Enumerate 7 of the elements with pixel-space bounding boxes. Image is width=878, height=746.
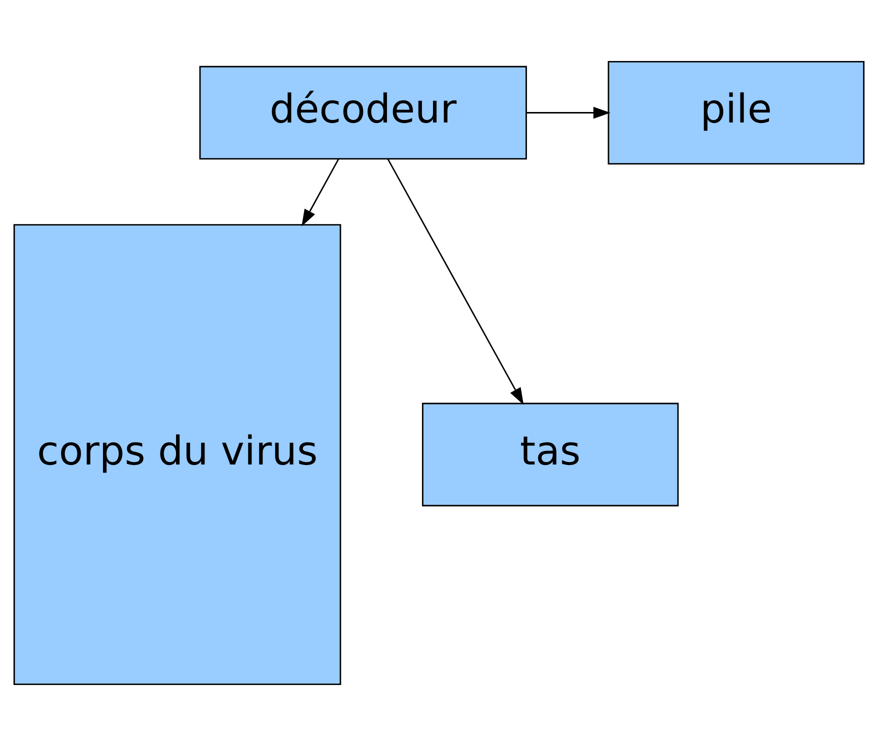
node-box: pile: [608, 60, 864, 164]
node-box: tas: [422, 402, 679, 506]
node-box: corps du virus: [14, 224, 342, 686]
arrow: [526, 106, 610, 119]
arrow: [387, 158, 524, 405]
arrow: [302, 158, 340, 226]
node-box: décodeur: [199, 66, 527, 160]
